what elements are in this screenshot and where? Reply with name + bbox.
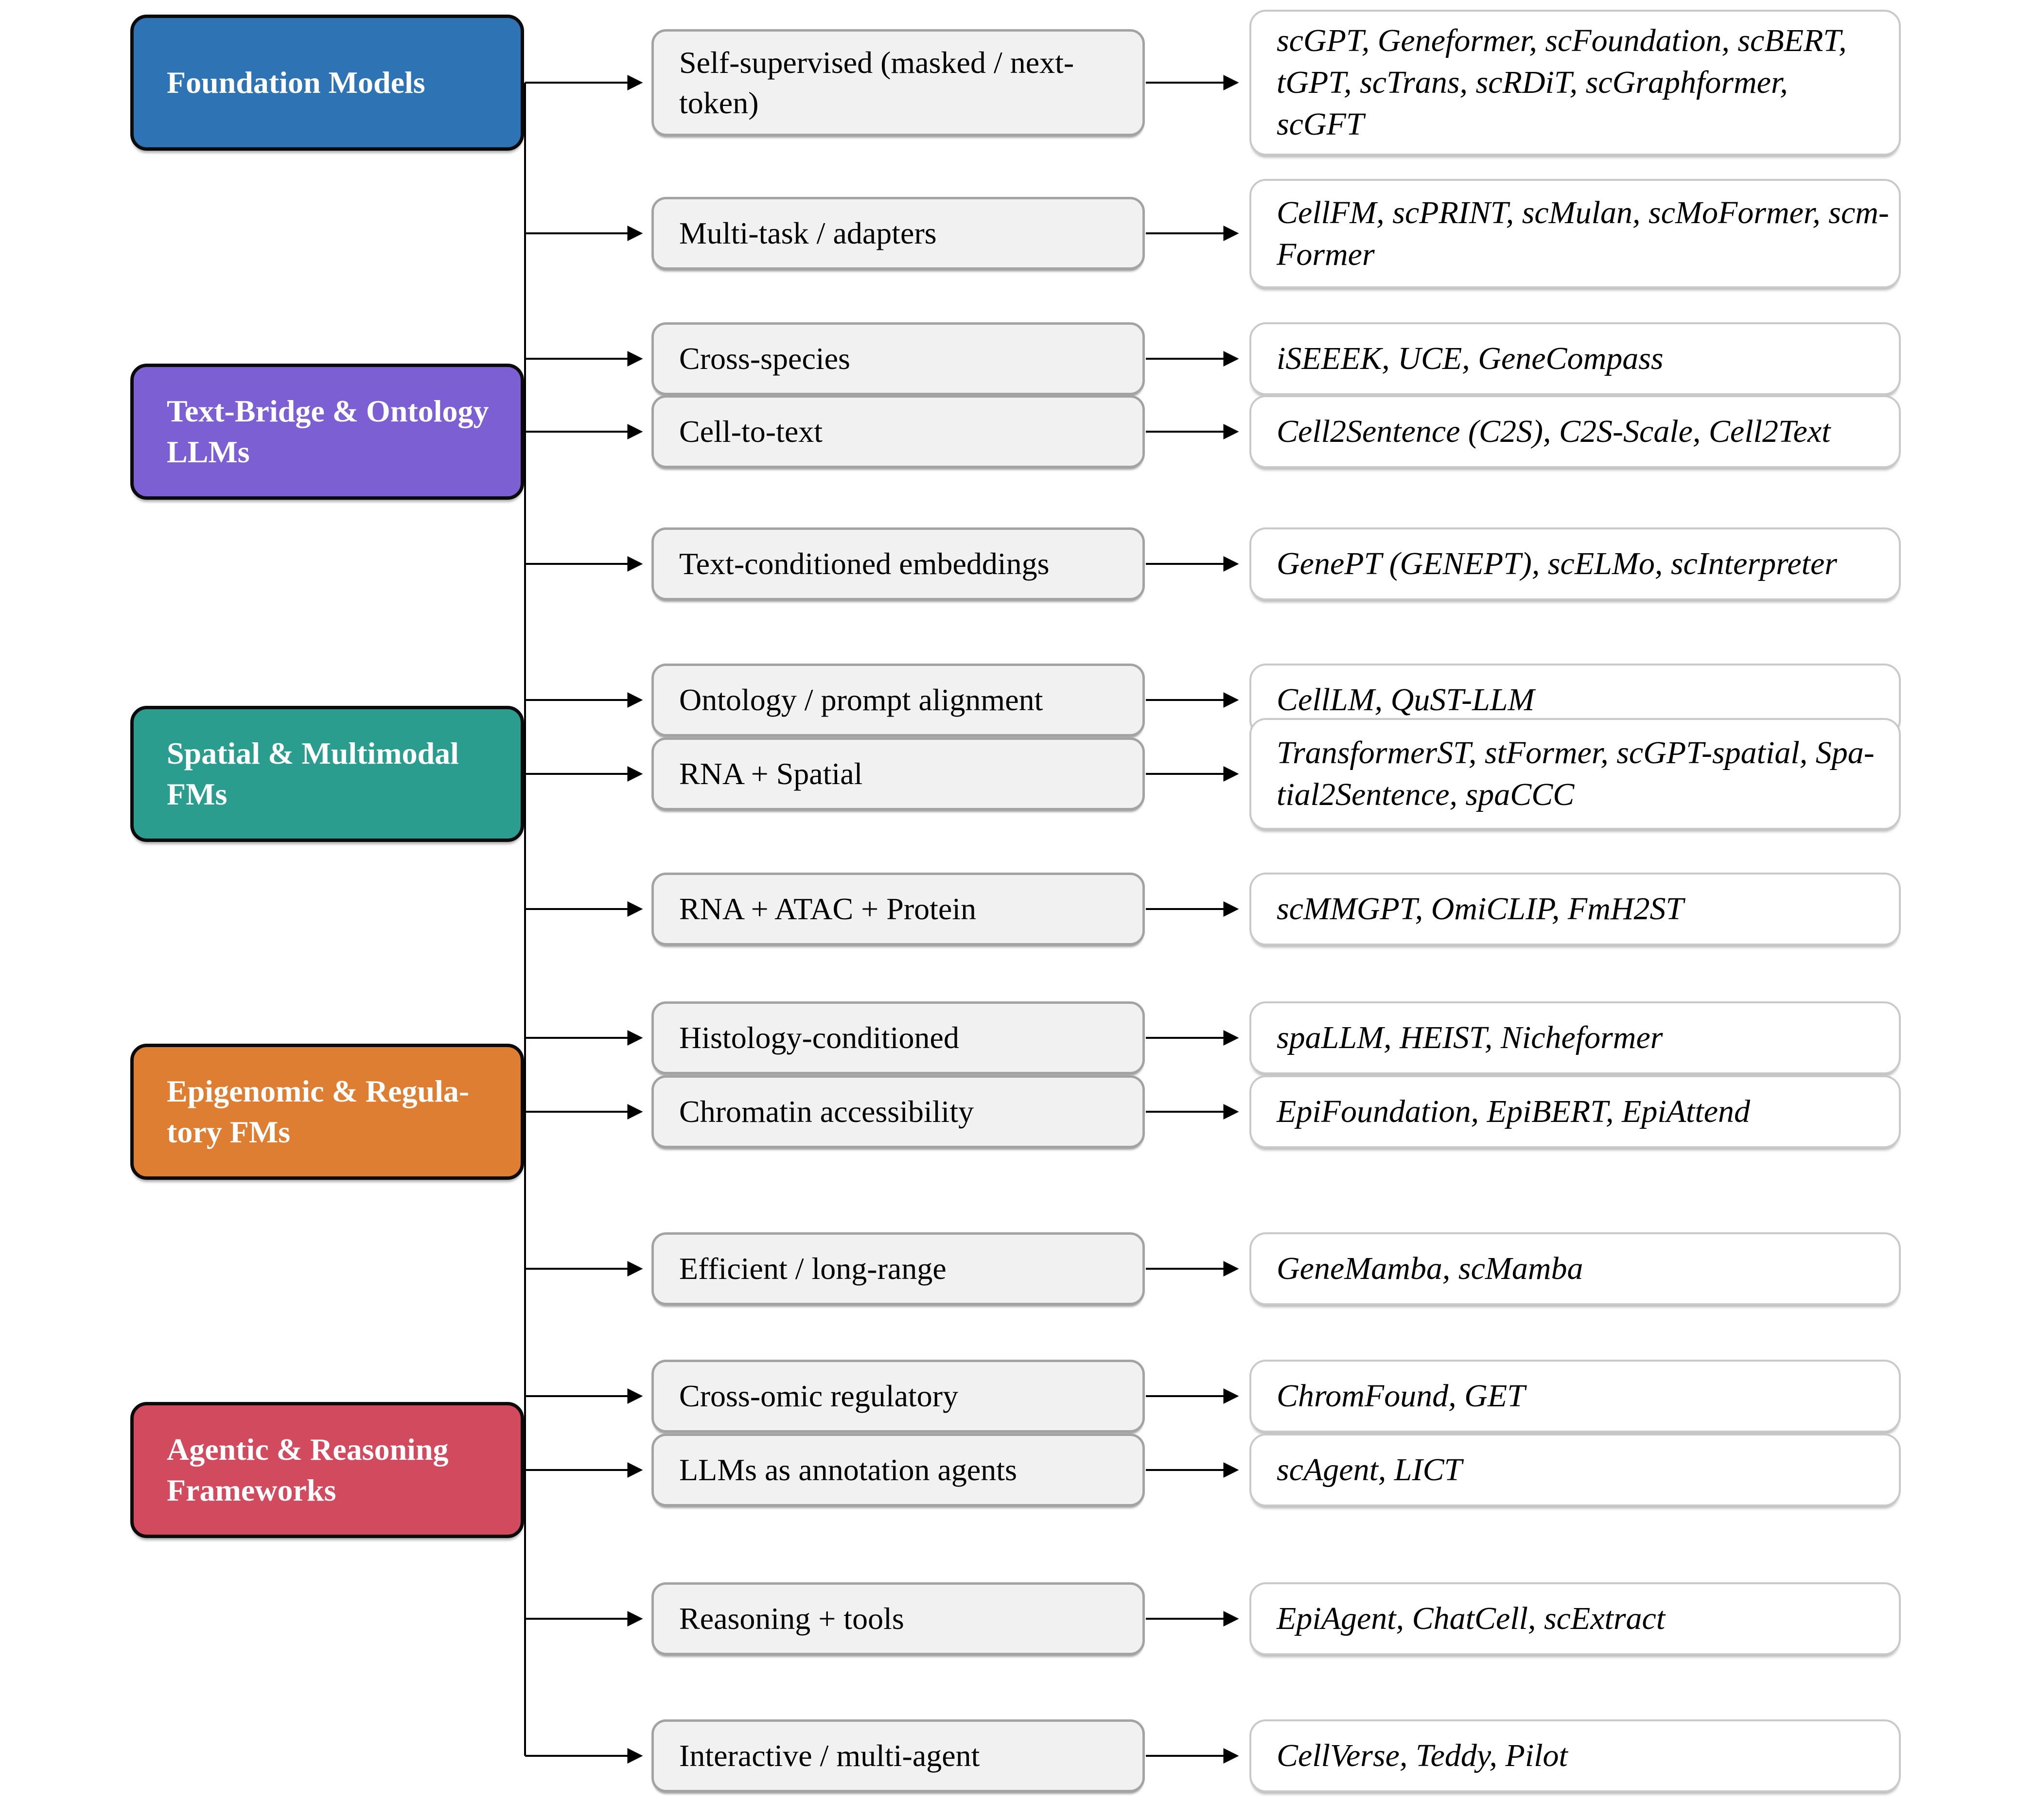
models-label: EpiFoundation, EpiBERT, EpiAttend (1277, 1094, 1750, 1130)
subcategory-label: RNA + Spatial (679, 756, 863, 791)
models-label: scAgent, LICT (1277, 1452, 1462, 1488)
subcategory-label: LLMs as annotation agents (679, 1452, 1017, 1488)
models-box-text-conditioned-embeddings: GenePT (GENEPT), scELMo, scInterpreter (1249, 527, 1901, 600)
subcategory-box-text-conditioned-embeddings: Text-conditioned embeddings (651, 527, 1145, 600)
category-label: Epigenomic & Regula- tory FMs (167, 1073, 470, 1149)
models-label: iSEEEK, UCE, GeneCompass (1277, 341, 1664, 377)
subcategory-box-cell-to-text: Cell-to-text (651, 395, 1145, 468)
category-label: Agentic & Reasoning Frameworks (167, 1432, 449, 1507)
models-box-llms-as-annotation-agents: scAgent, LICT (1249, 1434, 1901, 1506)
category-box-text-bridge-ontology-llms: Text-Bridge & Ontology LLMs (130, 364, 524, 500)
subcategory-label: Multi-task / adapters (679, 216, 937, 251)
models-label: ChromFound, GET (1277, 1378, 1525, 1414)
subcategory-label: Chromatin accessibility (679, 1094, 974, 1129)
models-box-cross-omic-regulatory: ChromFound, GET (1249, 1360, 1901, 1433)
subcategory-label: Cross-species (679, 341, 850, 376)
models-label: GenePT (GENEPT), scELMo, scInterpreter (1277, 546, 1837, 582)
subcategory-label: Interactive / multi-agent (679, 1738, 980, 1773)
subcategory-box-cross-omic-regulatory: Cross-omic regulatory (651, 1360, 1145, 1433)
subcategory-box-llms-as-annotation-agents: LLMs as annotation agents (651, 1434, 1145, 1506)
subcategory-label: Reasoning + tools (679, 1601, 904, 1636)
subcategory-box-interactive-multi-agent: Interactive / multi-agent (651, 1719, 1145, 1792)
subcategory-label: RNA + ATAC + Protein (679, 892, 977, 927)
models-box-cell-to-text: Cell2Sentence (C2S), C2S-Scale, Cell2Tex… (1249, 395, 1901, 468)
models-box-rna-spatial: TransformerST, stFormer, scGPT-spatial, … (1249, 718, 1901, 830)
category-label: Text-Bridge & Ontology LLMs (167, 393, 489, 469)
subcategory-label: Cross-omic regulatory (679, 1379, 959, 1414)
subcategory-label: Efficient / long-range (679, 1251, 947, 1286)
subcategory-box-multi-task-adapters: Multi-task / adapters (651, 197, 1145, 270)
models-box-chromatin-accessibility: EpiFoundation, EpiBERT, EpiAttend (1249, 1075, 1901, 1148)
models-label: GeneMamba, scMamba (1277, 1251, 1583, 1287)
category-box-spatial-multimodal-fms: Spatial & Multimodal FMs (130, 706, 524, 842)
subcategory-label: Ontology / prompt alignment (679, 682, 1043, 718)
subcategory-label: Histology-conditioned (679, 1020, 959, 1055)
subcategory-box-ontology-prompt-alignment: Ontology / prompt alignment (651, 664, 1145, 736)
models-box-rna-atac-protein: scMMGPT, OmiCLIP, FmH2ST (1249, 873, 1901, 945)
subcategory-box-rna-atac-protein: RNA + ATAC + Protein (651, 873, 1145, 945)
models-label: CellVerse, Teddy, Pilot (1277, 1738, 1568, 1774)
subcategory-box-rna-spatial: RNA + Spatial (651, 737, 1145, 810)
category-box-agentic-reasoning-frameworks: Agentic & Reasoning Frameworks (130, 1402, 524, 1538)
models-box-interactive-multi-agent: CellVerse, Teddy, Pilot (1249, 1719, 1901, 1792)
subcategory-box-reasoning-tools: Reasoning + tools (651, 1582, 1145, 1655)
models-label: TransformerST, stFormer, scGPT-spatial, … (1277, 735, 1875, 812)
subcategory-box-self-supervised: Self-supervised (masked / next- token) (651, 29, 1145, 136)
models-label: CellFM, scPRINT, scMulan, scMoFormer, sc… (1277, 194, 1889, 272)
models-label: scGPT, Geneformer, scFoundation, scBERT,… (1277, 23, 1847, 142)
category-box-epigenomic-regulatory-fms: Epigenomic & Regula- tory FMs (130, 1044, 524, 1180)
subcategory-label: Cell-to-text (679, 414, 823, 449)
subcategory-box-cross-species: Cross-species (651, 322, 1145, 395)
category-label: Spatial & Multimodal FMs (167, 735, 459, 811)
models-box-cross-species: iSEEEK, UCE, GeneCompass (1249, 322, 1901, 395)
subcategory-label: Self-supervised (masked / next- token) (679, 45, 1074, 120)
models-box-reasoning-tools: EpiAgent, ChatCell, scExtract (1249, 1582, 1901, 1655)
models-label: scMMGPT, OmiCLIP, FmH2ST (1277, 891, 1684, 927)
models-label: Cell2Sentence (C2S), C2S-Scale, Cell2Tex… (1277, 414, 1831, 450)
subcategory-box-histology-conditioned: Histology-conditioned (651, 1001, 1145, 1074)
models-box-efficient-long-range: GeneMamba, scMamba (1249, 1232, 1901, 1305)
category-label: Foundation Models (167, 65, 425, 100)
models-box-histology-conditioned: spaLLM, HEIST, Nicheformer (1249, 1001, 1901, 1074)
models-box-multi-task-adapters: CellFM, scPRINT, scMulan, scMoFormer, sc… (1249, 179, 1901, 288)
subcategory-box-chromatin-accessibility: Chromatin accessibility (651, 1075, 1145, 1148)
models-label: EpiAgent, ChatCell, scExtract (1277, 1601, 1666, 1637)
models-box-self-supervised: scGPT, Geneformer, scFoundation, scBERT,… (1249, 10, 1901, 156)
models-label: spaLLM, HEIST, Nicheformer (1277, 1020, 1663, 1056)
category-box-foundation-models: Foundation Models (130, 15, 524, 151)
subcategory-label: Text-conditioned embeddings (679, 546, 1050, 581)
models-label: CellLM, QuST-LLM (1277, 682, 1535, 718)
subcategory-box-efficient-long-range: Efficient / long-range (651, 1232, 1145, 1305)
